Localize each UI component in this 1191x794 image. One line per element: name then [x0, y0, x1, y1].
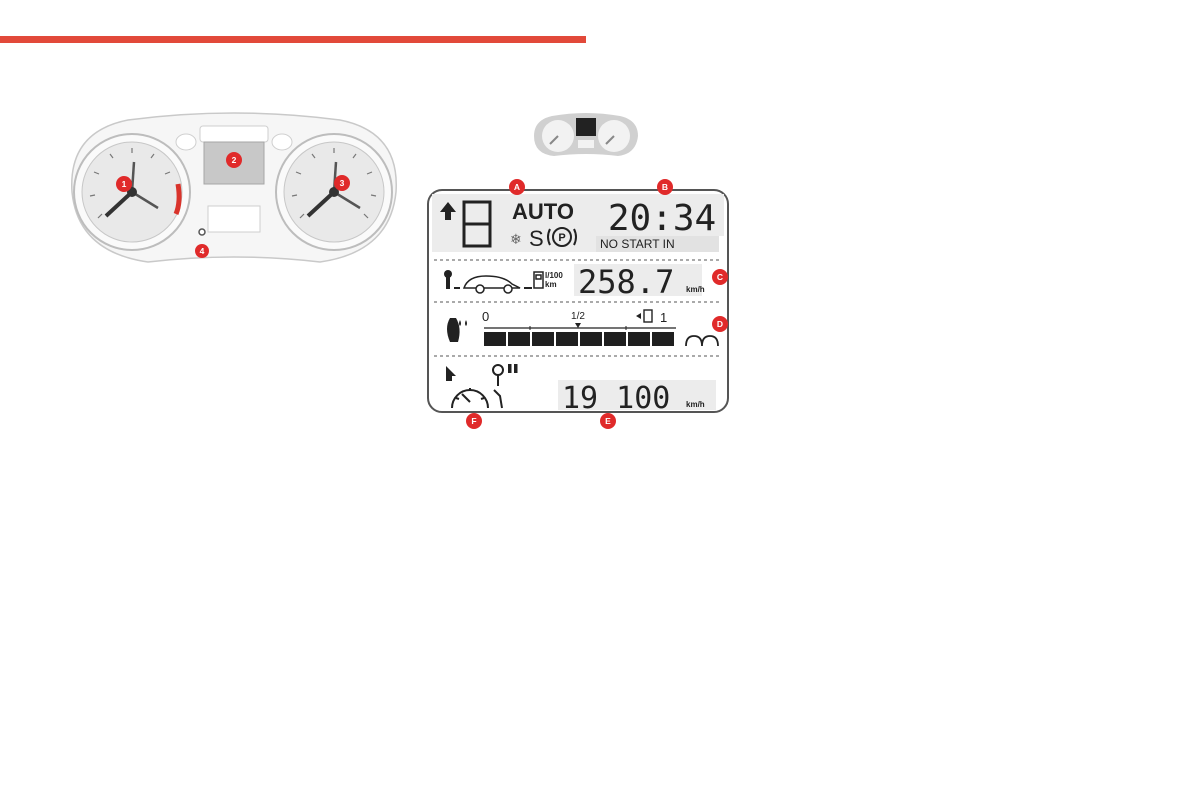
svg-text:D: D: [717, 319, 723, 329]
fuel-segment: [628, 332, 650, 346]
fuel-scale-full: 1: [660, 310, 667, 325]
svg-text:2: 2: [232, 155, 237, 165]
fuel-segment: [532, 332, 554, 346]
fuel-segment: [484, 332, 506, 346]
svg-text:4: 4: [200, 246, 205, 256]
svg-text:3: 3: [340, 178, 345, 188]
instrument-cluster-illustration: 1 2 3 4: [68, 112, 400, 270]
svg-text:F: F: [471, 416, 476, 426]
fuel-segment: [604, 332, 626, 346]
trip-unit: km/h: [686, 285, 705, 294]
callout-e: E: [600, 413, 616, 429]
svg-text:E: E: [605, 416, 611, 426]
trip-value: 258.7: [578, 263, 674, 301]
svg-text:1: 1: [122, 179, 127, 189]
svg-text:B: B: [662, 182, 668, 192]
odometer-unit: km/h: [686, 400, 705, 409]
callout-f: F: [466, 413, 482, 429]
stop-start-message: NO START IN: [600, 237, 675, 251]
clock-readout: 20:34: [608, 198, 716, 239]
fuel-segment: [508, 332, 530, 346]
svg-text:P: P: [558, 232, 565, 244]
fuel-scale-half: 1/2: [571, 311, 585, 322]
callout-b: B: [657, 179, 673, 195]
lower-screen: [208, 206, 260, 232]
section-header-bar: [0, 36, 586, 43]
consumption-unit-bottom: km: [545, 280, 557, 289]
callout-c: C: [712, 269, 728, 285]
callout-a: A: [509, 179, 525, 195]
svg-text:A: A: [514, 182, 520, 192]
fuel-segment: [580, 332, 602, 346]
callout-2: 2: [226, 152, 242, 168]
gear-mode-label: AUTO: [512, 199, 574, 224]
sport-mode-label: S: [529, 226, 544, 251]
svg-text:C: C: [717, 272, 723, 282]
multifunction-display: AUTO ❄ S P 20:34 NO START IN l/100 km 25…: [424, 176, 736, 432]
trip-reset-button: [199, 229, 205, 235]
callout-d: D: [712, 316, 728, 332]
fuel-segment: [556, 332, 578, 346]
consumption-unit-top: l/100: [545, 271, 563, 280]
speedometer-dial: [276, 134, 392, 250]
snow-mode-icon: ❄: [510, 231, 522, 247]
callout-4: 4: [195, 244, 209, 258]
odometer-value: 19 100: [562, 381, 670, 416]
cluster-locator-icon: [532, 112, 640, 160]
fuel-scale-empty: 0: [482, 309, 489, 324]
rev-counter-dial: [74, 134, 190, 250]
fuel-segment: [652, 332, 674, 346]
callout-1: 1: [116, 176, 132, 192]
callout-3: 3: [334, 175, 350, 191]
